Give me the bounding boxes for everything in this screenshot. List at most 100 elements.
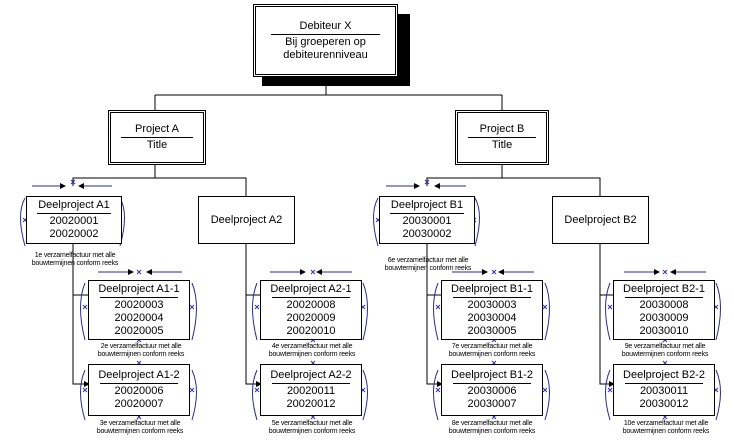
invoice-note-1-line-2: bouwtermijnen conform reeks	[31, 260, 119, 267]
project-b-node: Project B Title	[455, 110, 549, 165]
invoice-note-9-line-1: 9e verzamelfactuur met alle	[624, 343, 706, 350]
deelproject-a1-2-divider	[100, 383, 178, 384]
invoice-note-4-line-1: 4e verzamelfactuur met alle	[271, 343, 353, 350]
project-a-node: Project A Title	[108, 110, 206, 165]
deelproject-a1-1-node: Deelproject A1-1 20020003 20020004 20020…	[88, 280, 190, 340]
deelproject-b1-2-title: Deelproject B1-2	[451, 369, 533, 381]
invoice-note-4: 4e verzamelfactuur met alle bouwtermijne…	[258, 343, 366, 359]
deelproject-a1-code-2: 20020002	[49, 228, 99, 240]
deelproject-b2-1-node: Deelproject B2-1 20030008 20030009 20030…	[613, 280, 715, 340]
root-line-1: Bij groeperen op	[285, 35, 366, 48]
deelproject-b2-2-title: Deelproject B2-2	[623, 369, 705, 381]
deelproject-a1-divider	[37, 213, 111, 214]
deelproject-b1-2-code-2: 20030007	[467, 398, 517, 410]
project-b-subtitle: Title	[491, 139, 513, 151]
deelproject-a2-1-title: Deelproject A2-1	[270, 282, 352, 295]
invoice-note-8-line-1: 8e verzamelfactuur met alle	[451, 420, 533, 427]
invoice-note-4-line-2: bouwtermijnen conform reeks	[268, 351, 356, 358]
deelproject-b2-title: Deelproject B2	[564, 213, 637, 226]
deelproject-a2-2-node: Deelproject A2-2 20020011 20020012	[260, 364, 362, 416]
invoice-note-2: 2e verzamelfactuur met alle bouwtermijne…	[88, 343, 194, 359]
deelproject-a2-1-code-1: 20020008	[286, 298, 336, 311]
deelproject-a1-1-divider	[100, 296, 178, 298]
invoice-note-5-line-1: 5e verzamelfactuur met alle	[271, 420, 353, 427]
deelproject-b1-divider	[390, 213, 464, 214]
invoice-note-6-line-2: bouwtermijnen conform reeks	[384, 265, 472, 272]
invoice-note-5: 5e verzamelfactuur met alle bouwtermijne…	[258, 420, 366, 436]
invoice-note-7-line-1: 7e verzamelfactuur met alle	[451, 343, 533, 350]
deelproject-b2-2-node: Deelproject B2-2 20030011 20030012	[613, 364, 715, 416]
deelproject-a2-1-code-2: 20020009	[286, 311, 336, 324]
project-a-title: Project A	[134, 123, 180, 135]
deelproject-b1-node: Deelproject B1 20030001 20030002	[379, 196, 475, 244]
invoice-note-6: 6e verzamelfactuur met alle bouwtermijne…	[374, 257, 482, 273]
deelproject-b1-1-divider	[453, 296, 531, 298]
deelproject-b2-2-code-1: 20030011	[639, 385, 689, 397]
deelproject-a2-node: Deelproject A2	[198, 196, 295, 244]
invoice-note-10-line-1: 10e verzamelfactuur met alle	[623, 420, 709, 427]
project-a-divider	[121, 137, 193, 138]
deelproject-a1-1-code-1: 20020003	[114, 298, 164, 311]
deelproject-b2-2-divider	[625, 383, 703, 384]
deelproject-b2-1-code-2: 20030009	[639, 311, 689, 324]
deelproject-b1-2-node: Deelproject B1-2 20030006 20030007	[441, 364, 543, 416]
deelproject-b2-1-code-1: 20030008	[639, 298, 689, 311]
deelproject-b1-1-node: Deelproject B1-1 20030003 20030004 20030…	[441, 280, 543, 340]
deelproject-b1-title: Deelproject B1	[390, 199, 464, 211]
invoice-note-3-line-2: bouwtermijnen conform reeks	[96, 428, 184, 435]
deelproject-a1-2-code-2: 20020007	[114, 398, 164, 410]
deelproject-b1-1-code-1: 20030003	[467, 298, 517, 311]
invoice-note-10: 10e verzamelfactuur met alle bouwtermijn…	[610, 420, 722, 436]
deelproject-a2-1-divider	[272, 296, 350, 298]
project-b-title: Project B	[479, 123, 525, 135]
invoice-note-1: 1e verzamelfactuur met alle bouwtermijne…	[22, 252, 128, 268]
deelproject-b2-2-code-2: 20030012	[639, 398, 689, 410]
deelproject-b1-1-title: Deelproject B1-1	[451, 282, 533, 295]
deelproject-a2-1-node: Deelproject A2-1 20020008 20020009 20020…	[260, 280, 362, 340]
invoice-note-9: 9e verzamelfactuur met alle bouwtermijne…	[610, 343, 720, 359]
root-divider	[271, 33, 380, 35]
invoice-note-6-line-1: 6e verzamelfactuur met alle	[387, 257, 469, 264]
invoice-note-8: 8e verzamelfactuur met alle bouwtermijne…	[438, 420, 546, 436]
invoice-note-1-line-1: 1e verzamelfactuur met alle	[34, 252, 116, 259]
invoice-note-2-line-1: 2e verzamelfactuur met alle	[100, 343, 182, 350]
deelproject-a2-2-code-2: 20020012	[286, 398, 336, 410]
deelproject-a2-2-code-1: 20020011	[286, 385, 336, 397]
deelproject-a1-1-title: Deelproject A1-1	[98, 282, 180, 295]
deelproject-b1-2-code-1: 20030006	[467, 385, 517, 397]
deelproject-a1-code-1: 20020001	[49, 215, 99, 227]
invoice-note-8-line-2: bouwtermijnen conform reeks	[448, 428, 536, 435]
deelproject-b1-code-2: 20030002	[402, 228, 452, 240]
deelproject-a2-2-divider	[272, 383, 350, 384]
deelproject-a1-2-title: Deelproject A1-2	[98, 369, 180, 381]
root-node: Debiteur X Bij groeperen op debiteurenni…	[253, 4, 398, 77]
deelproject-a2-title: Deelproject A2	[210, 213, 283, 226]
invoice-note-2-line-2: bouwtermijnen conform reeks	[97, 351, 185, 358]
root-title: Debiteur X	[299, 19, 352, 32]
invoice-note-10-line-2: bouwtermijnen conform reeks	[622, 428, 710, 435]
deelproject-a1-title: Deelproject A1	[38, 199, 110, 211]
deelproject-b2-1-divider	[625, 296, 703, 298]
project-a-subtitle: Title	[146, 139, 168, 151]
deelproject-a1-2-node: Deelproject A1-2 20020006 20020007	[88, 364, 190, 416]
deelproject-a1-1-code-2: 20020004	[114, 311, 164, 324]
deelproject-a2-1-code-3: 20020010	[286, 324, 336, 337]
deelproject-a2-2-title: Deelproject A2-2	[270, 369, 352, 381]
deelproject-a1-2-code-1: 20020006	[114, 385, 164, 397]
deelproject-a1-1-code-3: 20020005	[114, 324, 164, 337]
invoice-note-5-line-2: bouwtermijnen conform reeks	[268, 428, 356, 435]
invoice-note-7: 7e verzamelfactuur met alle bouwtermijne…	[438, 343, 546, 359]
project-b-divider	[467, 137, 537, 138]
deelproject-b1-2-divider	[453, 383, 531, 384]
deelproject-b2-1-title: Deelproject B2-1	[623, 282, 705, 295]
invoice-note-3-line-1: 3e verzamelfactuur met alle	[99, 420, 181, 427]
root-line-2: debiteurenniveau	[283, 48, 368, 61]
deelproject-a1-node: Deelproject A1 20020001 20020002	[26, 196, 122, 244]
deelproject-b2-1-code-3: 20030010	[639, 324, 689, 337]
invoice-note-7-line-2: bouwtermijnen conform reeks	[448, 351, 536, 358]
deelproject-b2-node: Deelproject B2	[552, 196, 649, 244]
invoice-note-3: 3e verzamelfactuur met alle bouwtermijne…	[86, 420, 194, 436]
invoice-note-9-line-2: bouwtermijnen conform reeks	[621, 351, 709, 358]
